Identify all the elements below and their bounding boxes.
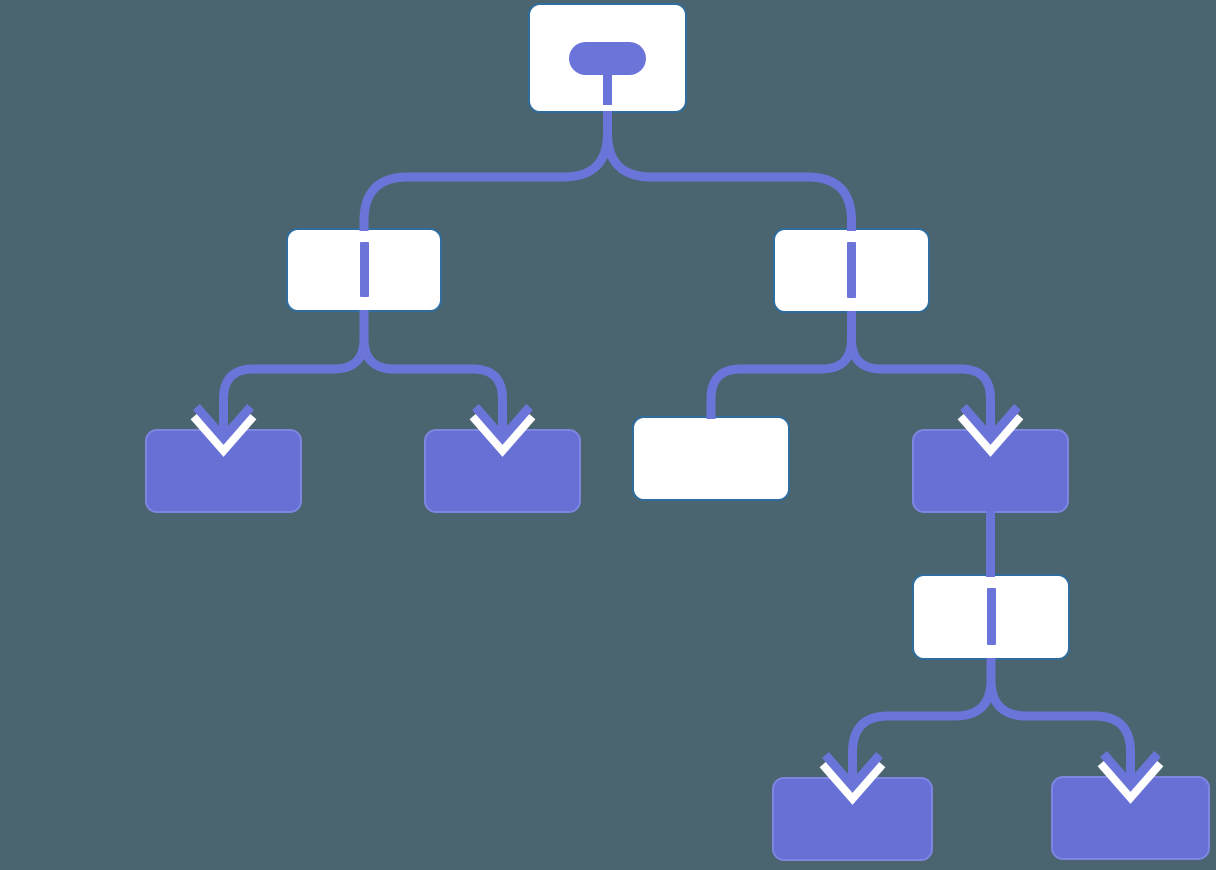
- node-leaf-4[interactable]: [772, 777, 933, 861]
- divider-line: [847, 242, 856, 298]
- divider-line: [986, 588, 996, 645]
- node-leaf-3[interactable]: [912, 429, 1069, 513]
- node-card-1[interactable]: [632, 416, 790, 501]
- pill-stem: [603, 72, 612, 105]
- node-leaf-1[interactable]: [145, 429, 302, 513]
- divider-line: [359, 242, 369, 297]
- node-branch-left[interactable]: [286, 228, 442, 312]
- pill-icon: [569, 42, 646, 75]
- node-leaf-2[interactable]: [424, 429, 581, 513]
- node-branch-bottom[interactable]: [912, 574, 1070, 660]
- node-branch-right[interactable]: [773, 228, 930, 313]
- node-root[interactable]: [528, 3, 687, 113]
- node-leaf-5[interactable]: [1051, 776, 1210, 860]
